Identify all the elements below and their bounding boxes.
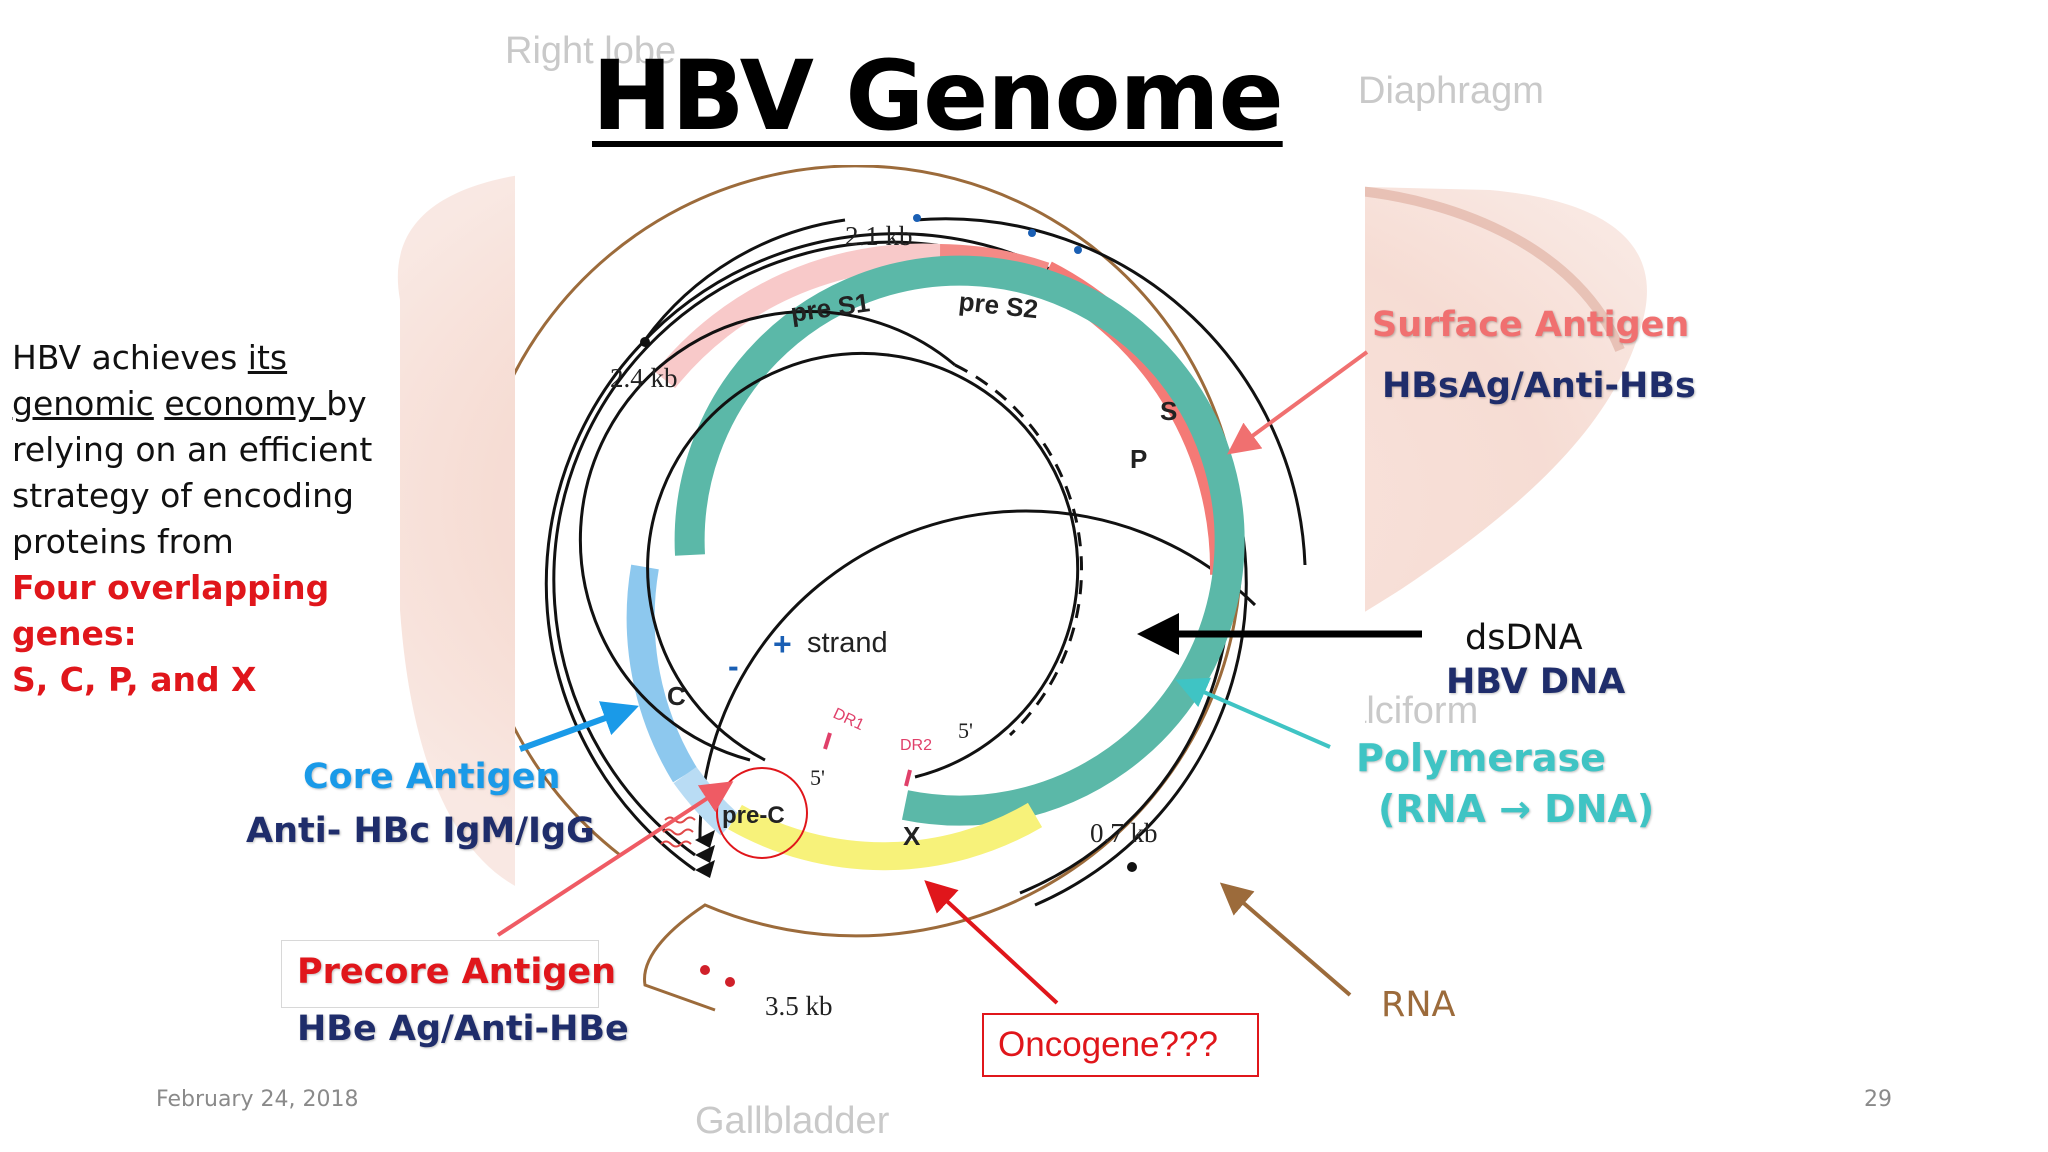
- transcript-arc-2-1kb: [914, 217, 1307, 566]
- surface-antigen-title: Surface Antigen: [1372, 305, 1690, 345]
- bg-label-diaphragm: Diaphragm: [1358, 70, 1544, 112]
- intro-part2: by relying on an efficient strategy of e…: [12, 384, 373, 561]
- transcript-end-dot: [1127, 862, 1137, 872]
- footer-page-number: 29: [1864, 1087, 1892, 1112]
- label-dr2: DR2: [900, 737, 932, 754]
- plus-strand-arc: [578, 310, 956, 762]
- intro-part1: HBV achieves: [12, 338, 248, 377]
- precore-antigen-title: Precore Antigen: [297, 952, 617, 992]
- core-antigen-sub: Anti- HBc IgM/IgG: [246, 811, 595, 851]
- label-pre-c: pre-C: [722, 802, 785, 829]
- label-gene-c: C: [667, 681, 686, 711]
- bg-label-gallbladder: Gallbladder: [695, 1100, 890, 1142]
- label-minus-sign: -: [728, 648, 739, 684]
- transcript-start-dot: [640, 337, 650, 347]
- rna-label: RNA: [1381, 985, 1456, 1025]
- rna-to-dna-label: (RNA → DNA): [1378, 787, 1655, 831]
- minus-strand-circle: [646, 351, 1080, 779]
- page-title: HBV Genome: [592, 40, 1284, 152]
- transcript-arc-2-4kb: [643, 218, 846, 341]
- intro-text: HBV achieves its genomic economy by rely…: [12, 335, 432, 703]
- hbv-dna-label: HBV DNA: [1446, 662, 1626, 702]
- label-strand: strand: [807, 627, 888, 659]
- footer-date: February 24, 2018: [156, 1087, 359, 1112]
- transcript-35-dot: [700, 965, 710, 975]
- label-five-prime-b: 5': [810, 765, 825, 790]
- dr-marks: [823, 732, 912, 787]
- core-antigen-title: Core Antigen: [303, 757, 561, 797]
- oncogene-box: [982, 1013, 1259, 1077]
- surface-antigen-sub: HBsAg/Anti-HBs: [1382, 366, 1696, 406]
- precore-antigen-box: [281, 940, 599, 1008]
- intro-underlined-1: its genomic: [12, 338, 288, 423]
- label-gene-x: X: [903, 821, 921, 851]
- transcript-arc-3: [698, 509, 1257, 841]
- transcript-start-dot-2: [913, 214, 921, 222]
- gene-p-arc: [674, 255, 1245, 826]
- transcript-35-dot-2: [725, 977, 735, 987]
- dsdna-label: dsDNA: [1465, 618, 1583, 658]
- label-2-4kb: 2.4 kb: [610, 363, 678, 393]
- intro-red-line-1: Four overlapping genes:: [12, 568, 330, 653]
- label-plus-sign: +: [773, 626, 792, 662]
- transcript-start-dot-3: [1028, 229, 1036, 237]
- label-2-1kb: 2.1 kb: [845, 221, 913, 251]
- bg-label-right-lobe: Right lobe: [505, 30, 677, 72]
- transcript-arrowheads: [695, 830, 715, 878]
- label-gene-p: P: [1130, 444, 1147, 474]
- label-five-prime-a: 5': [958, 718, 973, 743]
- intro-underlined-2: economy: [164, 384, 327, 423]
- oncogene-label: Oncogene???: [998, 1025, 1218, 1064]
- rna-outer-ring: [515, 165, 1243, 1012]
- plus-strand-dashed: [954, 363, 1084, 737]
- gene-c-arc: [626, 564, 697, 783]
- hbv-genome-diagram: 2.1 kb 2.4 kb 0.7 kb 3.5 kb pre S1 pre S…: [515, 165, 1307, 1021]
- gene-x-arc: [728, 802, 1043, 871]
- intro-red-line-2: S, C, P, and X: [12, 660, 257, 699]
- gene-pre-s1-arc: [654, 243, 941, 389]
- label-3-5kb: 3.5 kb: [765, 991, 833, 1021]
- transcript-start-dot-4: [1074, 246, 1082, 254]
- precore-antigen-sub: HBe Ag/Anti-HBe: [297, 1009, 629, 1049]
- label-0-7kb: 0.7 kb: [1090, 818, 1158, 848]
- label-dr1: DR1: [830, 705, 866, 734]
- label-gene-s: S: [1160, 396, 1177, 426]
- polymerase-label: Polymerase: [1356, 736, 1606, 780]
